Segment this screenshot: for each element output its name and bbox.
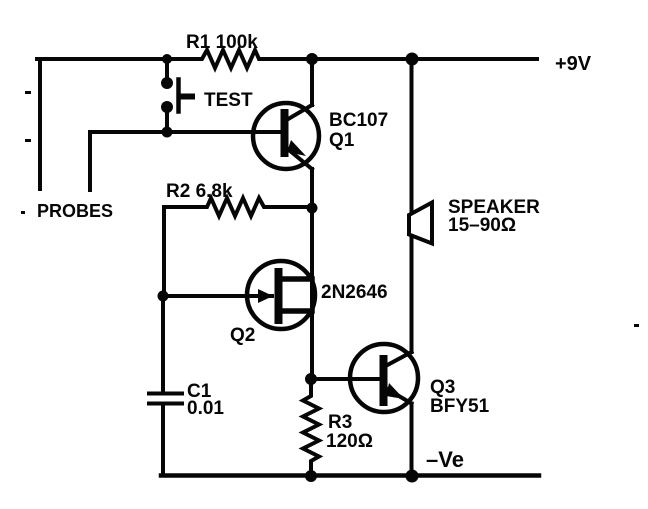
svg-text:R3: R3 <box>328 412 352 433</box>
svg-text:SPEAKER: SPEAKER <box>448 197 540 218</box>
svg-text:Q1: Q1 <box>329 130 355 151</box>
svg-text:PROBES: PROBES <box>37 201 113 221</box>
svg-text:R1 100k: R1 100k <box>186 32 258 53</box>
svg-text:2N2646: 2N2646 <box>321 282 388 303</box>
svg-text:TEST: TEST <box>204 90 253 111</box>
svg-text:–Ve: –Ve <box>426 447 464 472</box>
svg-text:R2 6.8k: R2 6.8k <box>166 181 233 202</box>
svg-text:15–90Ω: 15–90Ω <box>448 215 516 236</box>
svg-text:Q2: Q2 <box>230 325 255 346</box>
svg-text:120Ω: 120Ω <box>326 431 373 452</box>
svg-text:0.01: 0.01 <box>187 398 224 419</box>
svg-text:C1: C1 <box>187 381 212 402</box>
svg-text:+9V: +9V <box>555 53 592 75</box>
svg-text:BC107: BC107 <box>329 110 388 131</box>
svg-text:Q3: Q3 <box>430 377 455 398</box>
svg-text:BFY51: BFY51 <box>430 396 490 417</box>
